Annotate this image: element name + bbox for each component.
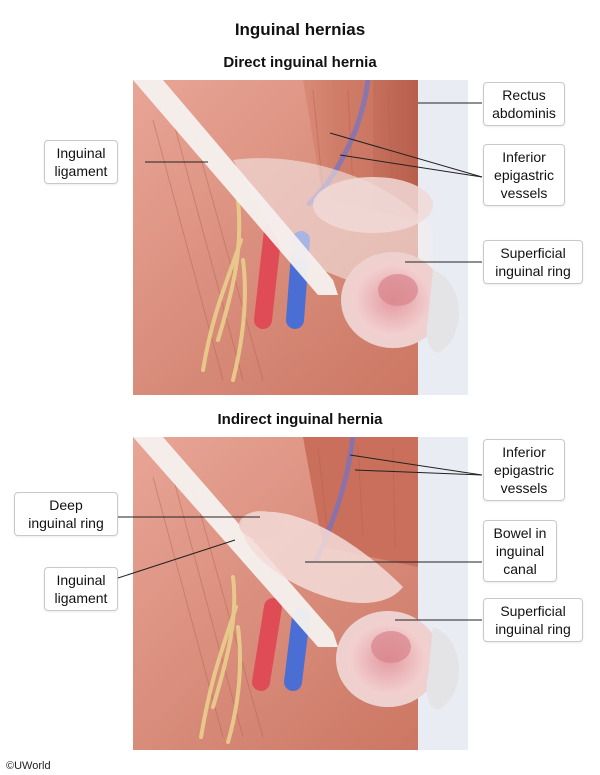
indirect-panel-title: Indirect inguinal hernia xyxy=(217,411,383,428)
page-title: Inguinal hernias xyxy=(234,20,366,39)
indirect-hernia-illustration xyxy=(133,437,468,750)
copyright-footer: ©UWorld xyxy=(6,760,51,772)
direct-panel-title: Direct inguinal hernia xyxy=(223,54,377,71)
